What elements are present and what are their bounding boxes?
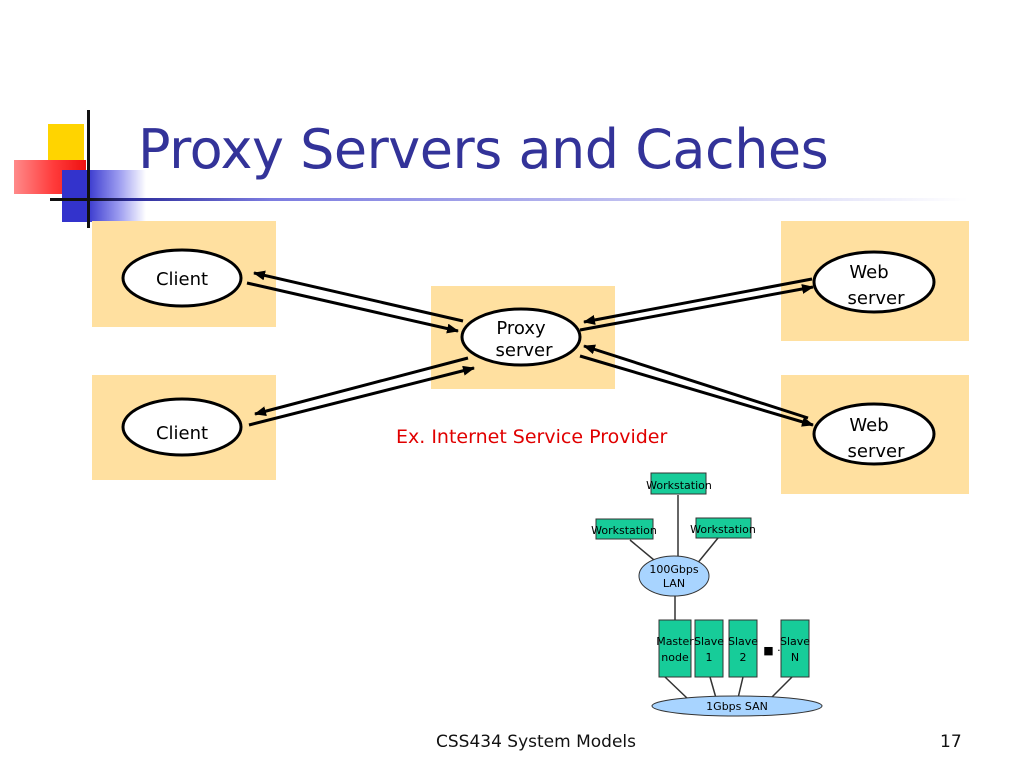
web-server-1-label-line2: server bbox=[848, 288, 906, 309]
decor-blue-fade bbox=[86, 170, 146, 222]
arrow-proxy-to-web-server-2 bbox=[579, 354, 814, 427]
workstation-top bbox=[650, 472, 707, 495]
decor-vertical-line bbox=[87, 110, 90, 228]
proxy-label-line1: Proxy bbox=[496, 318, 546, 339]
slave-2-label-line2: 2 bbox=[740, 651, 747, 664]
workstation-left-label: Workstation bbox=[591, 524, 657, 537]
san-1gbps bbox=[651, 695, 823, 717]
workstation-left bbox=[595, 518, 654, 540]
web-server-1-label-line1: Web bbox=[849, 262, 888, 283]
arrow-web-server-2-to-proxy bbox=[583, 344, 809, 420]
proxy-label-line2: server bbox=[496, 340, 554, 361]
slide-title: Proxy Servers and Caches bbox=[138, 118, 829, 181]
slave-1-label-line2: 1 bbox=[706, 651, 713, 664]
cluster-diagram: Workstation Workstation Workstation 100G… bbox=[591, 472, 823, 717]
isp-caption: Ex. Internet Service Provider bbox=[396, 426, 668, 448]
link-master-san bbox=[664, 676, 689, 700]
arrow-proxy-to-web-server-1 bbox=[579, 284, 814, 332]
web-server-2-label-line2: server bbox=[848, 441, 906, 462]
web-server-2-node bbox=[812, 402, 936, 466]
footer-title: CSS434 System Models bbox=[436, 732, 636, 752]
link-slaveN-san bbox=[769, 676, 793, 700]
slave-2-node bbox=[728, 619, 758, 678]
slave-1-label-line1: Slave bbox=[694, 635, 724, 648]
workstation-top-label: Workstation bbox=[646, 479, 712, 492]
web-server-2-label-line1: Web bbox=[849, 415, 888, 436]
decor-yellow-square bbox=[48, 124, 84, 160]
slave-n-label-line2: N bbox=[791, 651, 799, 664]
arrow-client-1-to-proxy bbox=[246, 281, 459, 334]
web-server-1-node bbox=[812, 250, 936, 314]
master-node-label-line2: node bbox=[661, 651, 689, 664]
lan-label-line2: LAN bbox=[663, 577, 685, 590]
lan-100gbps bbox=[638, 555, 710, 597]
arrow-proxy-to-client-1 bbox=[253, 270, 464, 323]
page-number: 17 bbox=[940, 732, 962, 752]
link-slave1-san bbox=[709, 676, 717, 699]
title-underline bbox=[50, 198, 968, 201]
arrow-web-server-1-to-proxy bbox=[583, 277, 813, 325]
slave-2-label-line1: Slave bbox=[728, 635, 758, 648]
workstation-right bbox=[695, 517, 752, 539]
link-slave2-san bbox=[737, 676, 744, 699]
workstation-right-label: Workstation bbox=[690, 523, 756, 536]
client-2-label: Client bbox=[156, 423, 208, 444]
master-node bbox=[658, 619, 692, 678]
proxy-server-node bbox=[460, 307, 582, 367]
san-label: 1Gbps SAN bbox=[706, 700, 768, 713]
arrow-proxy-to-client-2 bbox=[254, 356, 469, 417]
slave-1-node bbox=[694, 619, 724, 678]
client-1-label: Client bbox=[156, 269, 208, 290]
client-1-node bbox=[121, 248, 243, 308]
slave-n-label-line1: Slave bbox=[780, 635, 810, 648]
lan-label-line1: 100Gbps bbox=[649, 563, 698, 576]
master-node-label-line1: Master bbox=[656, 635, 694, 648]
nodes-ellipsis: ■ · bbox=[763, 644, 780, 657]
slave-n-node bbox=[780, 619, 810, 678]
client-2-node bbox=[121, 397, 243, 457]
link-right-workstation-lan bbox=[695, 537, 719, 566]
arrow-client-2-to-proxy bbox=[248, 365, 475, 427]
